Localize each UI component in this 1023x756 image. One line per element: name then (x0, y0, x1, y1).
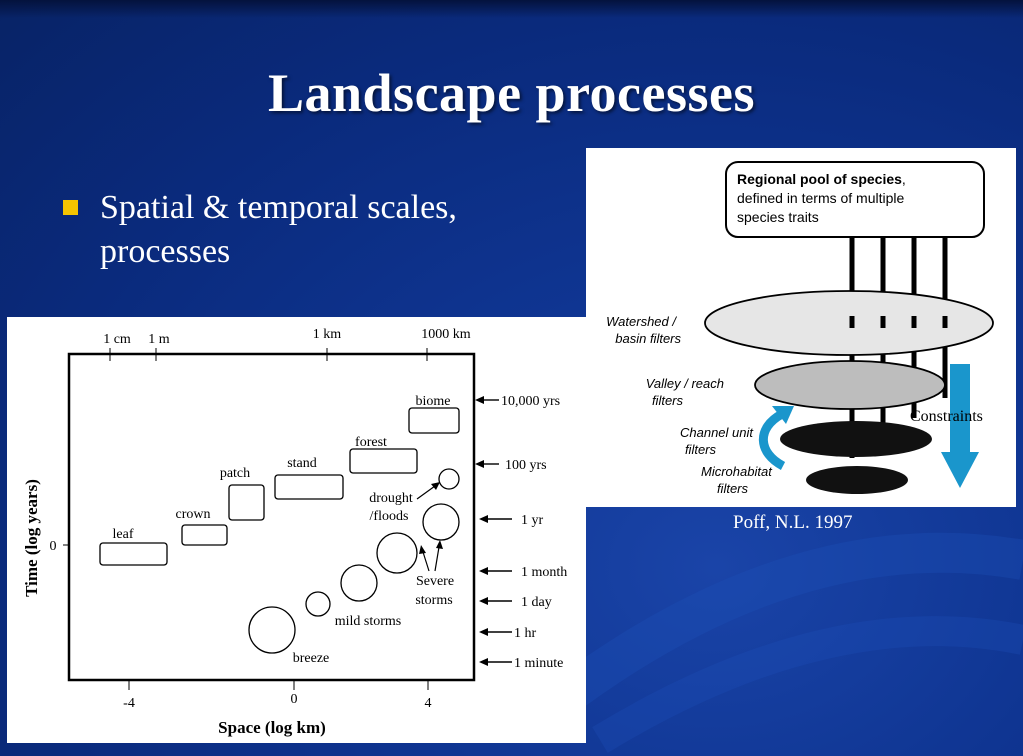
biome-box (408, 407, 460, 434)
microhabitat-filter-disc (806, 466, 908, 494)
citation: Poff, N.L. 1997 (733, 512, 853, 533)
layer-label: filters (685, 442, 717, 457)
box-label: biome (416, 394, 451, 409)
time-label: 1 hr (514, 626, 537, 641)
top-band (0, 0, 1023, 18)
box-label: crown (176, 507, 211, 522)
x-axis-label: Space (log km) (218, 718, 326, 737)
layer-label: filters (652, 393, 684, 408)
layer-label: basin filters (615, 331, 681, 346)
y-zero-label: 0 (50, 539, 57, 554)
layer-label: filters (717, 481, 749, 496)
x-tick-label: -4 (123, 696, 135, 711)
storm-circle (340, 564, 378, 602)
bullet-square-icon (63, 200, 78, 215)
event-label: /floods (370, 509, 409, 524)
box-label: patch (220, 466, 250, 481)
pool-text-line2: defined in terms of multiple (737, 190, 905, 206)
top-tick-label: 1 m (148, 332, 170, 347)
slide-title: Landscape processes (267, 63, 756, 123)
valley-filter-disc (754, 360, 946, 410)
drought-circle (438, 468, 460, 490)
x-tick-label: 4 (425, 696, 432, 711)
constraints-arrow-icon (950, 364, 970, 454)
time-label: 1 month (521, 565, 567, 580)
top-tick-label: 1 cm (103, 332, 131, 347)
watershed-filter-disc (704, 290, 994, 356)
patch-box (228, 484, 265, 521)
stand-box (274, 474, 344, 500)
box-label: leaf (113, 527, 134, 542)
constraints-label: Constraints (910, 408, 983, 425)
box-label: forest (355, 435, 387, 450)
species-pool-box (725, 161, 985, 238)
plot-frame (67, 352, 476, 682)
time-label: 1 day (521, 595, 552, 610)
event-label: breeze (293, 651, 330, 666)
time-label: 1 yr (521, 513, 544, 528)
breeze-circle (248, 606, 296, 654)
event-label: mild storms (335, 614, 402, 629)
box-label: stand (287, 456, 317, 471)
forest-box (349, 448, 418, 474)
time-label: 100 yrs (505, 458, 547, 473)
constraints-arrowhead-icon (941, 452, 979, 488)
layer-label: Valley / reach (646, 376, 724, 391)
top-tick-label: 1000 km (421, 327, 471, 342)
pool-text-line3: species traits (737, 209, 819, 225)
feedback-arrowhead-icon (772, 406, 794, 424)
layer-label: Channel unit (680, 425, 754, 440)
storm-circle (376, 532, 418, 574)
event-label: drought (369, 491, 413, 506)
event-label: Severe (416, 574, 454, 589)
pool-text-line1: Regional pool of species, (737, 171, 906, 187)
mild-storm-circle (305, 591, 331, 617)
feedback-arrow-icon (758, 410, 786, 470)
scale-diagram: 1 cm 1 m 1 km 1000 km -4 0 4 Space (log … (7, 317, 586, 743)
layer-label: Watershed / (606, 314, 677, 329)
time-label: 10,000 yrs (501, 394, 560, 409)
layer-label: Microhabitat (701, 464, 773, 479)
crown-box (181, 524, 228, 546)
top-tick-label: 1 km (313, 327, 342, 342)
bullet-text: Spatial & temporal scales, processes (100, 189, 457, 270)
x-tick-label: 0 (291, 692, 298, 707)
leaf-box (99, 542, 168, 566)
time-label: 1 minute (514, 656, 563, 671)
flood-circle (422, 503, 460, 541)
event-label: storms (415, 593, 452, 608)
channel-filter-disc (780, 421, 932, 457)
y-axis-label: Time (log years) (22, 479, 41, 597)
filter-diagram: Regional pool of species, species traits… (586, 148, 1016, 507)
